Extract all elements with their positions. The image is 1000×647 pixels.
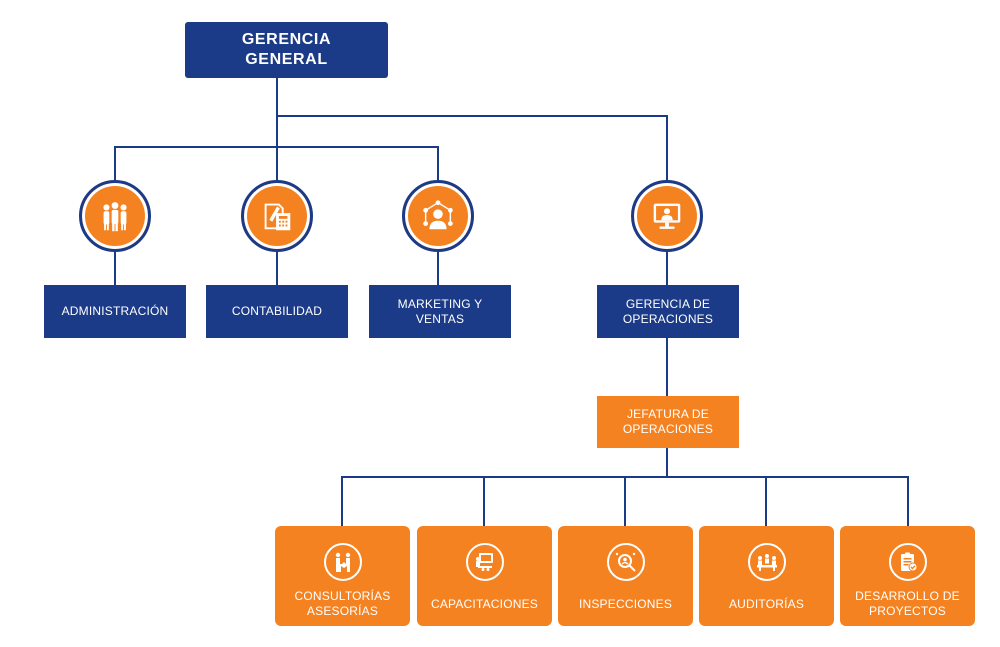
handshake-icon	[323, 543, 362, 581]
dept-marketing-ventas-label: MARKETING Y VENTAS	[397, 296, 483, 326]
monitor-presenter-icon	[631, 180, 703, 252]
service-auditorias-label: AUDITORÍAS	[728, 596, 805, 611]
service-auditorias: AUDITORÍAS	[699, 526, 834, 626]
magnifier-inspection-icon	[606, 543, 645, 581]
people-group-icon	[79, 180, 151, 252]
service-consultorias: CONSULTORÍAS ASESORÍAS	[275, 526, 410, 626]
network-person-icon	[402, 180, 474, 252]
service-capacitaciones: CAPACITACIONES	[417, 526, 552, 626]
dept-contabilidad-label: CONTABILIDAD	[231, 304, 323, 318]
service-capacitaciones-label: CAPACITACIONES	[430, 596, 539, 611]
dept-gerencia-operaciones-label: GERENCIA DE OPERACIONES	[622, 296, 714, 326]
gerencia-general-label: GERENCIA GENERAL	[241, 31, 332, 68]
dept-marketing-ventas: MARKETING Y VENTAS	[369, 285, 511, 338]
calculator-document-icon	[241, 180, 313, 252]
dept-administracion: ADMINISTRACIÓN	[44, 285, 186, 338]
dept-gerencia-operaciones: GERENCIA DE OPERACIONES	[597, 285, 739, 338]
clipboard-check-icon	[888, 543, 927, 581]
gerencia-general-box: GERENCIA GENERAL	[185, 22, 388, 78]
service-desarrollo-proyectos-label: DESARROLLO DE PROYECTOS	[855, 589, 960, 618]
training-board-icon	[465, 543, 504, 581]
service-desarrollo-proyectos: DESARROLLO DE PROYECTOS	[840, 526, 975, 626]
meeting-table-icon	[747, 543, 786, 581]
dept-contabilidad: CONTABILIDAD	[206, 285, 348, 338]
service-inspecciones: INSPECCIONES	[558, 526, 693, 626]
service-inspecciones-label: INSPECCIONES	[578, 596, 673, 611]
jefatura-operaciones-label: JEFATURA DE OPERACIONES	[622, 407, 714, 436]
service-consultorias-label: CONSULTORÍAS ASESORÍAS	[294, 589, 391, 618]
jefatura-operaciones-box: JEFATURA DE OPERACIONES	[597, 396, 739, 448]
dept-administracion-label: ADMINISTRACIÓN	[61, 304, 169, 318]
